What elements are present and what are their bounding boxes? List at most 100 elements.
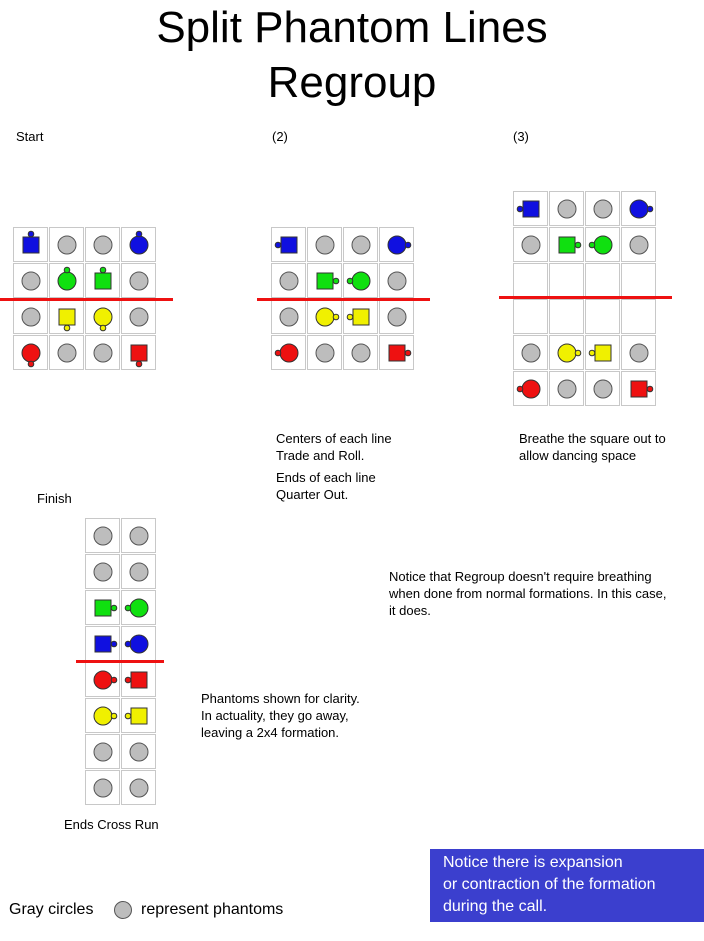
- phantom-dancer: [279, 271, 299, 291]
- grid-cell: [85, 554, 120, 589]
- grid-cell: [585, 191, 620, 226]
- grid-cell: [85, 770, 120, 805]
- grid-cell: [307, 335, 342, 370]
- grid-cell: [513, 335, 548, 370]
- phantom-dancer: [129, 778, 149, 798]
- grid-cell: [621, 263, 656, 298]
- grid-cell: [121, 518, 156, 553]
- yellow-square-dancer: [346, 308, 370, 326]
- grid-cell: [121, 662, 156, 697]
- red-square-dancer: [630, 380, 654, 398]
- phantom-dancer: [521, 343, 541, 363]
- page-title: Split Phantom Lines: [156, 3, 548, 52]
- green-square-dancer: [94, 599, 118, 617]
- grid-cell: [271, 227, 306, 262]
- grid-cell: [585, 263, 620, 298]
- step2-label: (2): [272, 129, 288, 144]
- grid-cell: [121, 626, 156, 661]
- grid-cell: [549, 263, 584, 298]
- grid-cell: [307, 299, 342, 334]
- phantom-dancer: [315, 235, 335, 255]
- yellow-circle-dancer: [557, 343, 582, 363]
- grid-cell: [121, 698, 156, 733]
- green-square-dancer: [316, 272, 340, 290]
- grid-cell: [343, 299, 378, 334]
- phantom-dancer: [387, 307, 407, 327]
- grid-cell: [121, 227, 156, 262]
- grid-cell: [379, 263, 414, 298]
- green-square-dancer: [94, 266, 112, 290]
- grid-cell: [13, 227, 48, 262]
- grid-cell: [513, 227, 548, 262]
- grid-cell: [343, 263, 378, 298]
- grid-cell: [13, 263, 48, 298]
- grid-cell: [85, 335, 120, 370]
- phantom-dancer: [129, 526, 149, 546]
- phantom-dancer: [629, 343, 649, 363]
- green-circle-dancer: [124, 598, 149, 618]
- grid-cell: [85, 299, 120, 334]
- legend-suffix: represent phantoms: [141, 901, 284, 918]
- grid-cell: [621, 227, 656, 262]
- grid-cell: [513, 191, 548, 226]
- blue-square-dancer: [22, 230, 40, 254]
- phantom-dancer: [57, 343, 77, 363]
- phantom-dancer: [129, 307, 149, 327]
- green-circle-dancer: [57, 266, 77, 291]
- grid-cell: [379, 227, 414, 262]
- grid-cell: [85, 227, 120, 262]
- step3-caption: Breathe the square out to allow dancing …: [519, 431, 666, 463]
- phantom-dancer: [629, 235, 649, 255]
- red-circle-dancer: [21, 343, 41, 368]
- grid-cell: [549, 335, 584, 370]
- phantoms-note: Phantoms shown for clarity. In actuality…: [201, 691, 360, 740]
- phantom-dancer: [387, 271, 407, 291]
- legend-prefix: Gray circles: [9, 901, 94, 918]
- grid-cell: [49, 299, 84, 334]
- step3-label: (3): [513, 129, 529, 144]
- phantom-dancer: [315, 343, 335, 363]
- grid-cell: [585, 227, 620, 262]
- grid-cell: [513, 371, 548, 406]
- grid-cell: [271, 299, 306, 334]
- grid-cell: [379, 335, 414, 370]
- phantom-dancer: [93, 562, 113, 582]
- finish-center-line: [76, 660, 164, 663]
- red-circle-dancer: [274, 343, 299, 363]
- phantom-dancer: [57, 235, 77, 255]
- blue-circle-dancer: [629, 199, 654, 219]
- grid-cell: [621, 335, 656, 370]
- phantom-dancer: [521, 235, 541, 255]
- start-label: Start: [16, 129, 44, 144]
- green-circle-dancer: [346, 271, 371, 291]
- grid-cell: [49, 335, 84, 370]
- grid-cell: [13, 335, 48, 370]
- phantom-dancer: [593, 199, 613, 219]
- grid-cell: [585, 335, 620, 370]
- grid-cell: [549, 299, 584, 334]
- phantom-dancer: [129, 562, 149, 582]
- grid-cell: [121, 734, 156, 769]
- grid-cell: [121, 770, 156, 805]
- phantom-dancer: [93, 526, 113, 546]
- grid-cell: [379, 299, 414, 334]
- phantom-dancer: [279, 307, 299, 327]
- grid-cell: [549, 371, 584, 406]
- grid-cell: [271, 335, 306, 370]
- grid-cell: [49, 227, 84, 262]
- phantom-dancer: [351, 343, 371, 363]
- phantom-dancer: [21, 307, 41, 327]
- grid-cell: [271, 263, 306, 298]
- grid-cell: [85, 518, 120, 553]
- step3-center-line: [499, 296, 672, 299]
- grid-cell: [513, 299, 548, 334]
- grid-cell: [85, 698, 120, 733]
- yellow-circle-dancer: [93, 706, 118, 726]
- grid-cell: [621, 191, 656, 226]
- green-square-dancer: [558, 236, 582, 254]
- grid-cell: [121, 335, 156, 370]
- grid-cell: [85, 263, 120, 298]
- grid-cell: [121, 299, 156, 334]
- grid-cell: [549, 191, 584, 226]
- yellow-square-dancer: [58, 308, 76, 332]
